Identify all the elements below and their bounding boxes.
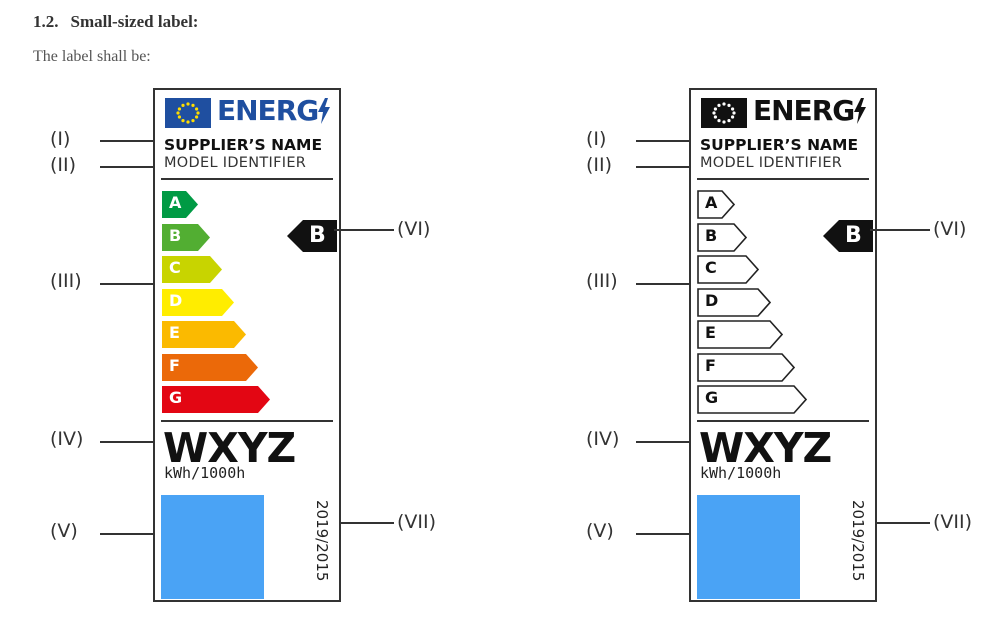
qr-code-placeholder — [161, 495, 264, 599]
qr-code-placeholder — [697, 495, 800, 599]
energy-class-g: G — [161, 385, 271, 414]
consumption-unit: kWh/1000h — [700, 464, 782, 482]
energy-class-letter: E — [169, 323, 180, 342]
callout-iii: (III) — [586, 270, 618, 292]
callout-line — [636, 140, 691, 142]
energy-class-e: E — [161, 320, 247, 349]
section-number: 1.2. — [33, 12, 59, 31]
callout-v: (V) — [50, 520, 78, 542]
callout-line — [340, 522, 394, 524]
selected-class-letter: B — [309, 223, 326, 248]
energy-class-letter: A — [169, 193, 182, 212]
callout-ii: (II) — [586, 154, 613, 176]
energy-class-a: A — [161, 190, 199, 219]
callout-iv: (IV) — [586, 428, 620, 450]
divider — [161, 178, 333, 180]
energy-class-c: C — [161, 255, 223, 284]
callout-v: (V) — [586, 520, 614, 542]
callout-vii: (VII) — [397, 511, 437, 533]
callout-i: (I) — [586, 128, 607, 150]
divider — [697, 420, 869, 422]
callout-iv: (IV) — [50, 428, 84, 450]
selected-class-letter: B — [845, 223, 862, 248]
consumption-value: WXYZ — [163, 424, 296, 472]
callout-ii: (II) — [50, 154, 77, 176]
callout-line — [876, 522, 930, 524]
callout-line — [636, 533, 691, 535]
divider — [161, 420, 333, 422]
callout-line — [636, 283, 691, 285]
energy-wordmark: ENERG — [753, 94, 855, 127]
callout-vii: (VII) — [933, 511, 973, 533]
regulation-number: 2019/2015 — [313, 500, 331, 582]
lightning-bolt-icon — [318, 98, 330, 128]
eu-flag-icon — [701, 98, 747, 128]
callout-line — [334, 229, 394, 231]
regulation-number: 2019/2015 — [849, 500, 867, 582]
energy-label-colour: ENERG SUPPLIER’S NAME MODEL IDENTIFIER A… — [153, 88, 341, 602]
lightning-bolt-icon — [854, 98, 866, 128]
energy-class-b: B — [697, 222, 747, 252]
energy-class-d: D — [161, 288, 235, 317]
consumption-unit: kWh/1000h — [164, 464, 246, 482]
callout-i: (I) — [50, 128, 71, 150]
energy-class-b: B — [161, 223, 211, 252]
model-identifier: MODEL IDENTIFIER — [700, 155, 843, 171]
callout-line — [100, 140, 155, 142]
energy-class-letter: B — [169, 225, 182, 245]
energy-class-letter: G — [705, 388, 719, 407]
selected-class-marker: B — [823, 220, 873, 252]
selected-class-marker: B — [287, 220, 337, 252]
energy-class-letter: C — [169, 258, 181, 277]
supplier-name: SUPPLIER’S NAME — [164, 136, 323, 154]
energy-class-f: F — [697, 352, 795, 382]
energy-class-letter: F — [705, 355, 716, 375]
energy-wordmark: ENERG — [217, 94, 319, 127]
energy-class-letter: G — [169, 388, 183, 407]
energy-class-a: A — [697, 190, 735, 219]
energy-class-letter: D — [705, 290, 719, 310]
callout-line — [636, 441, 691, 443]
energy-class-c: C — [697, 255, 759, 284]
energy-class-d: D — [697, 287, 771, 317]
callout-line — [100, 441, 155, 443]
energy-class-letter: D — [169, 290, 183, 310]
callout-vi: (VI) — [933, 218, 967, 240]
divider — [697, 178, 869, 180]
energy-class-letter: A — [705, 193, 718, 212]
energy-class-letter: C — [705, 258, 717, 277]
energy-class-letter: E — [705, 323, 716, 342]
callout-line — [870, 229, 930, 231]
callout-line — [100, 533, 155, 535]
section-heading: 1.2. Small-sized label: — [33, 12, 198, 32]
supplier-name: SUPPLIER’S NAME — [700, 136, 859, 154]
model-identifier: MODEL IDENTIFIER — [164, 155, 307, 171]
energy-class-e: E — [697, 320, 783, 349]
callout-line — [100, 283, 155, 285]
section-title: Small-sized label: — [70, 12, 199, 31]
callout-line — [100, 166, 155, 168]
intro-text: The label shall be: — [33, 48, 151, 65]
energy-class-letter: F — [169, 355, 180, 375]
consumption-value: WXYZ — [699, 424, 832, 472]
callout-vi: (VI) — [397, 218, 431, 240]
energy-class-letter: B — [705, 225, 718, 245]
energy-label-monochrome: ENERG SUPPLIER’S NAME MODEL IDENTIFIER A… — [689, 88, 877, 602]
energy-class-g: G — [697, 385, 807, 414]
callout-line — [636, 166, 691, 168]
eu-flag-icon — [165, 98, 211, 128]
energy-class-f: F — [161, 353, 259, 382]
callout-iii: (III) — [50, 270, 82, 292]
